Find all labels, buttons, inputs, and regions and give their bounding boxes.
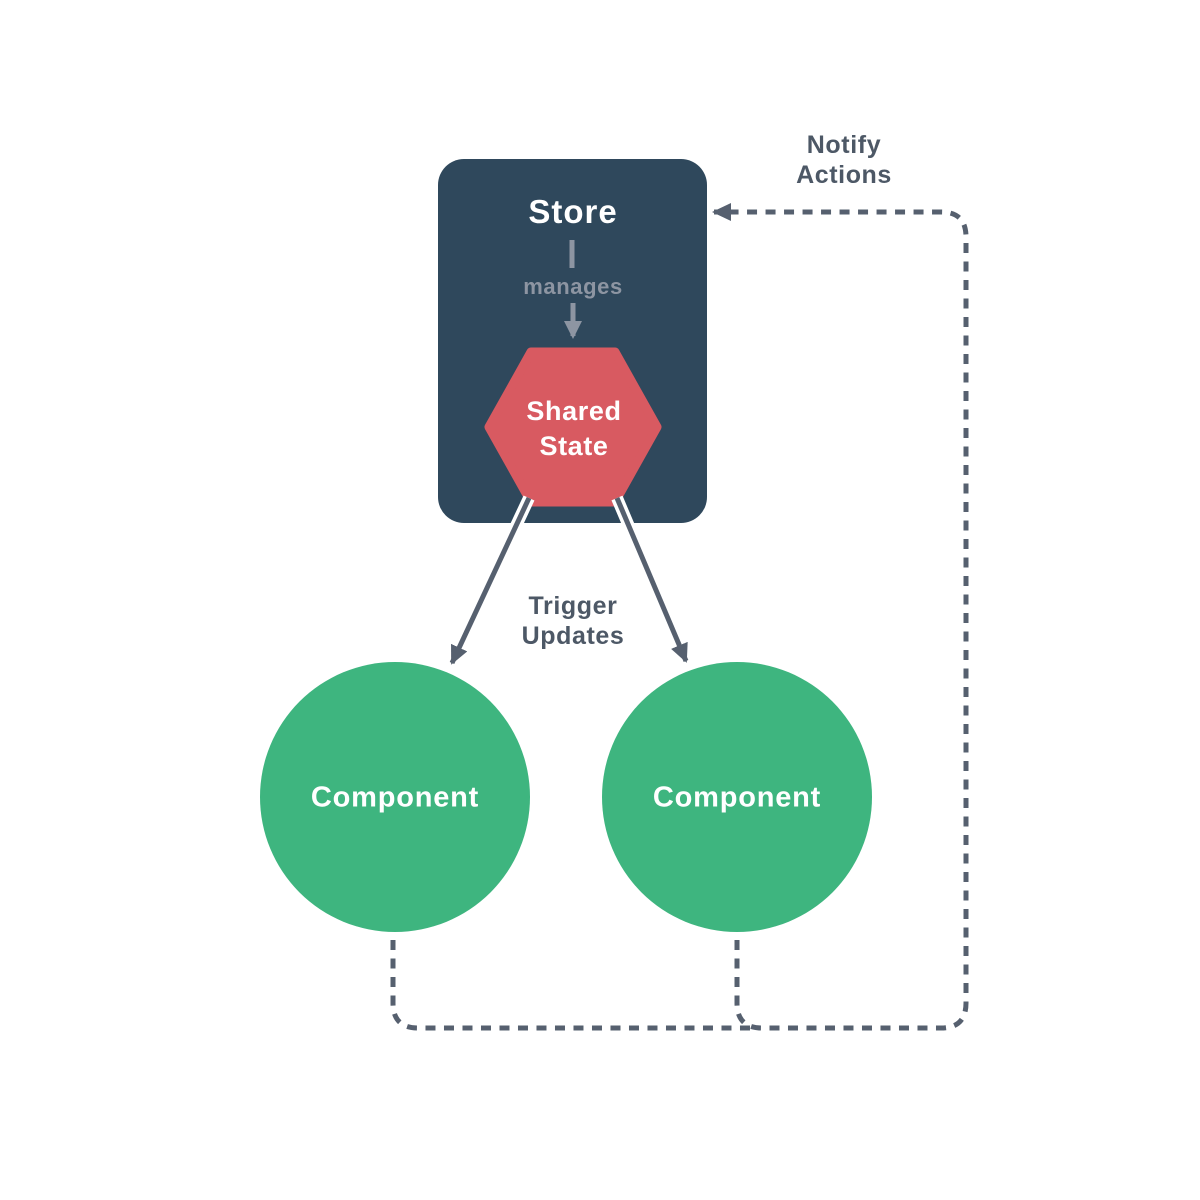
trigger-arrow-right <box>614 497 689 663</box>
component-circle-left <box>260 662 530 932</box>
notify-actions-label: Notify Actions <box>796 131 892 189</box>
trigger-arrow-left <box>449 496 532 665</box>
notify-actions-path-left-component <box>390 940 760 1031</box>
store-label: Store <box>528 193 618 230</box>
component-circle-right <box>602 662 872 932</box>
component-label-left: Component <box>310 781 480 814</box>
notify-actions-path-right-component <box>712 203 969 1031</box>
trigger-updates-label: Trigger Updates <box>521 592 625 650</box>
component-label-right: Component <box>652 781 822 814</box>
manages-label: manages <box>523 274 623 299</box>
shared-state-label: Shared State <box>526 396 622 461</box>
